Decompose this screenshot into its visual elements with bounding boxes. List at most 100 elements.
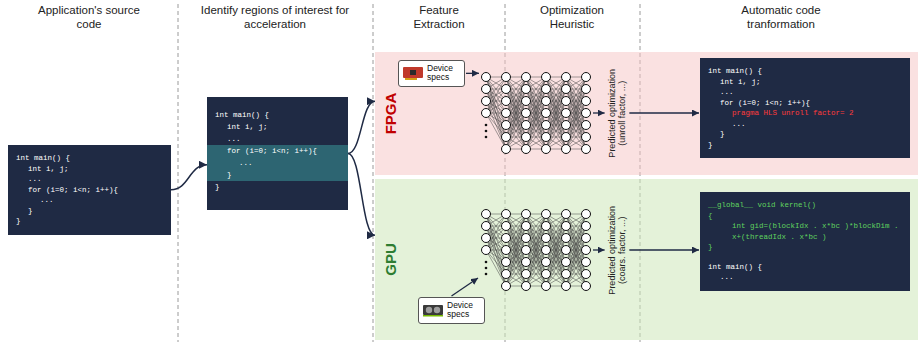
network-neuron (522, 145, 531, 154)
network-neuron (562, 246, 571, 255)
column-header: Feature Extraction (399, 4, 479, 32)
network-neuron (582, 234, 591, 243)
flow-arrow (171, 165, 207, 190)
network-neuron (562, 133, 571, 142)
code-line: pragma HLS unroll factor= 2 (700, 108, 910, 119)
network-neuron (582, 210, 591, 219)
code-line: int i, j; (207, 121, 348, 133)
network-link (486, 113, 506, 149)
network-link (486, 101, 506, 137)
network-link (486, 77, 506, 113)
network-neuron (522, 85, 531, 94)
network-neuron (582, 145, 591, 154)
predicted-label: Predicted optimization (unroll factor, .… (607, 57, 628, 169)
network-neuron (542, 145, 551, 154)
network-neuron (542, 234, 551, 243)
network-link (526, 113, 546, 149)
network-neuron (582, 85, 591, 94)
specs-label: Device specs (427, 64, 461, 83)
flow-arrow (452, 278, 479, 296)
flow-arrow (593, 249, 605, 250)
network-neuron (542, 258, 551, 267)
code-line: ... (700, 119, 910, 130)
network-neuron (522, 73, 531, 82)
network-link (506, 250, 526, 286)
network-link (546, 113, 566, 149)
network-neuron (542, 97, 551, 106)
network-neuron (542, 133, 551, 142)
network-neuron (522, 282, 531, 291)
neural-network (482, 73, 591, 154)
network-neuron (502, 109, 511, 118)
network-neuron (502, 258, 511, 267)
band-title: GPU (382, 229, 399, 289)
network-link (486, 238, 506, 274)
network-neuron (502, 73, 511, 82)
network-neuron (522, 109, 531, 118)
network-neuron (562, 109, 571, 118)
code-line: ... (207, 133, 348, 145)
network-link (486, 250, 506, 286)
network-neuron (562, 270, 571, 279)
code-line: ... (207, 157, 348, 169)
network-neuron (502, 282, 511, 291)
network-neuron (562, 234, 571, 243)
code-box: __global__ void kernel(){int gid=(blockI… (700, 192, 910, 291)
ellipsis-dot (485, 267, 488, 270)
code-line: } (700, 140, 910, 151)
network-neuron (522, 133, 531, 142)
code-line: int main() { (8, 153, 171, 164)
network-neuron (502, 97, 511, 106)
network-neuron (482, 234, 491, 243)
code-line: int main() { (207, 109, 348, 121)
network-neuron (502, 133, 511, 142)
network-link (566, 113, 586, 149)
network-neuron (522, 210, 531, 219)
network-neuron (562, 85, 571, 94)
flow-arrow (629, 112, 699, 113)
code-line: } (207, 169, 348, 181)
network-neuron (482, 246, 491, 255)
network-neuron (542, 85, 551, 94)
network-neuron (522, 121, 531, 130)
network-neuron (582, 222, 591, 231)
column-separator (178, 4, 179, 342)
network-neuron (482, 109, 491, 118)
network-neuron (482, 85, 491, 94)
code-line: ... (8, 195, 171, 206)
network-neuron (542, 222, 551, 231)
band-title: FPGA (382, 83, 399, 143)
column-header: Identify regions of interest for acceler… (180, 4, 370, 32)
network-neuron (482, 222, 491, 231)
network-neuron (522, 222, 531, 231)
network-neuron (582, 133, 591, 142)
network-neuron (502, 85, 511, 94)
network-neuron (482, 210, 491, 219)
network-neuron (482, 73, 491, 82)
code-line: int gid=(blockIdx . x*bc )*blockDim . x+… (700, 221, 910, 242)
code-line: int i, j; (700, 77, 910, 88)
network-neuron (562, 210, 571, 219)
network-neuron (562, 145, 571, 154)
device-band: FPGA Device specs int main() {int i, j;...… (375, 52, 918, 175)
network-neuron (542, 121, 551, 130)
column-header: Automatic code tranformation (726, 4, 836, 32)
column-header: Optimization Heuristic (527, 4, 617, 32)
network-neuron (562, 121, 571, 130)
code-line: int i, j; (8, 164, 171, 175)
network-neuron (482, 97, 491, 106)
network-neuron (522, 97, 531, 106)
code-line: } (207, 181, 348, 193)
ellipsis-dot (485, 136, 488, 139)
flow-arrow (348, 154, 375, 236)
ellipsis-dot (485, 124, 488, 127)
code-line: int main() { (700, 66, 910, 77)
network-neuron (502, 270, 511, 279)
code-box: int main() {int i, j;... for (i=0; i<n; i… (700, 58, 910, 158)
flow-arrow (348, 101, 375, 153)
code-box: int main() {int i, j;...for (i=0; i<n; i… (207, 97, 348, 210)
code-line: for (i=0; i<n; i++){ (700, 98, 910, 109)
network-neuron (542, 210, 551, 219)
network-neuron (522, 234, 531, 243)
